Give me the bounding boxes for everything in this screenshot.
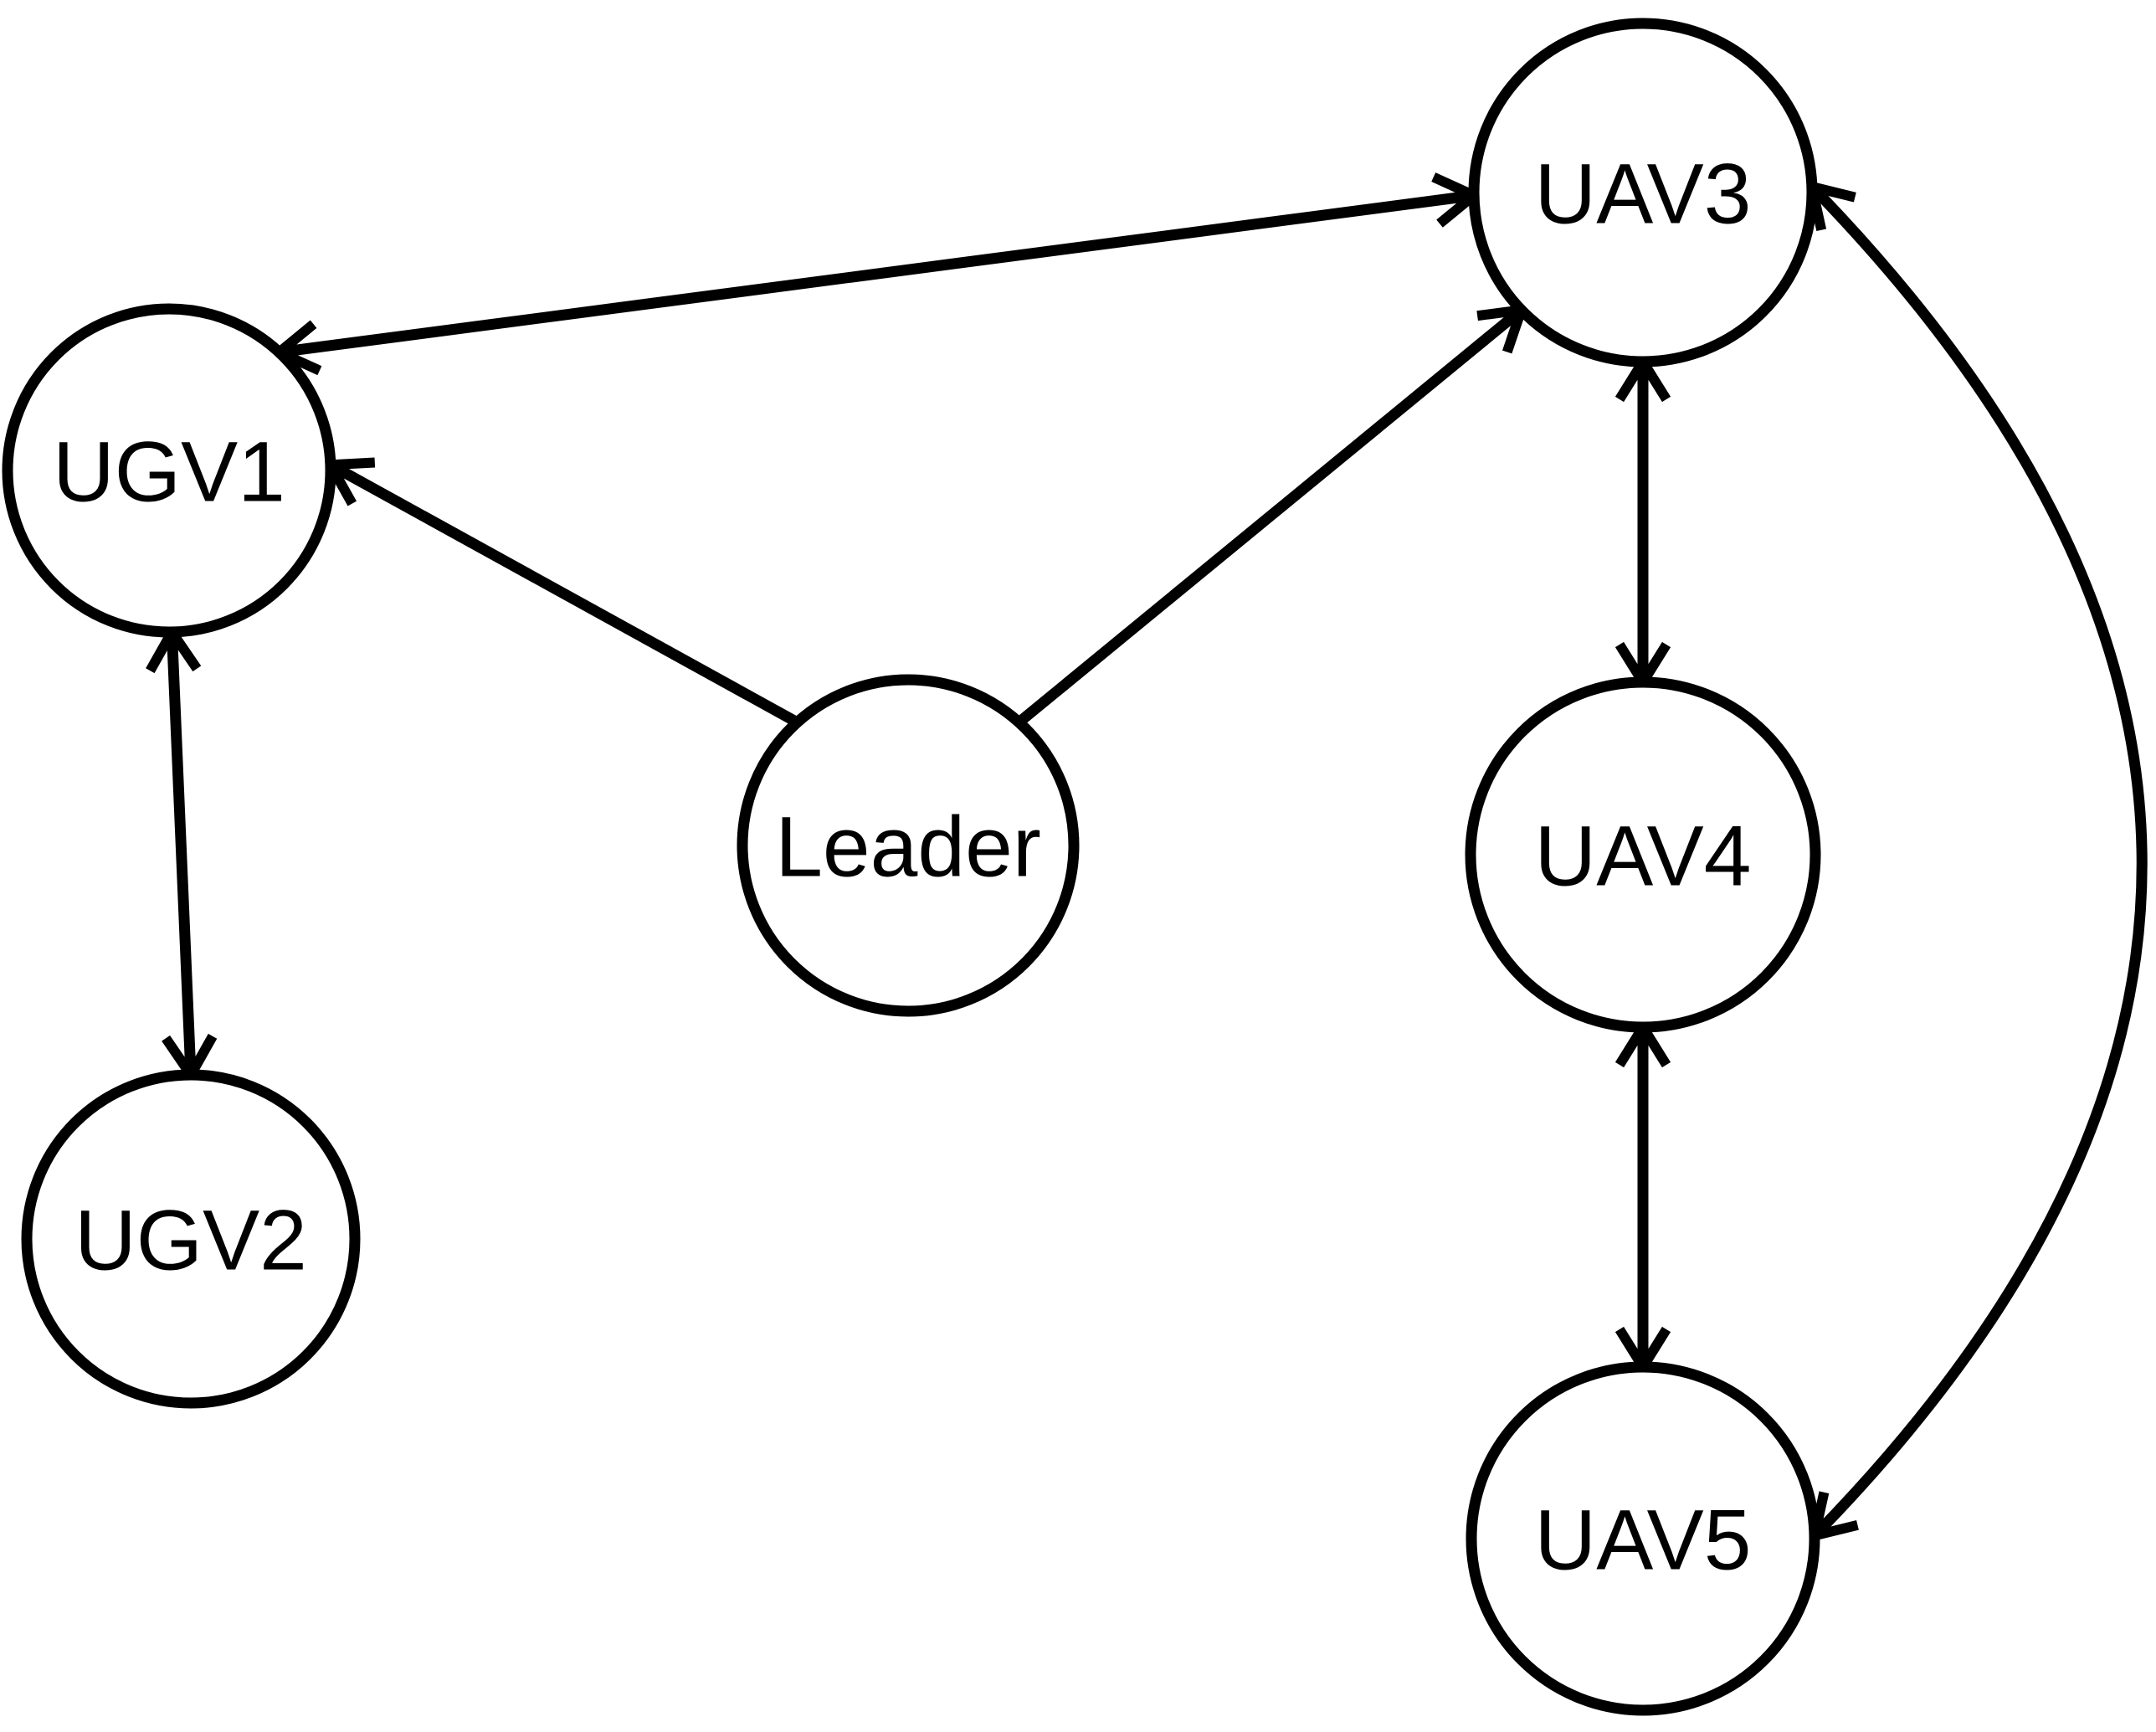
edge-leader-ugv1 bbox=[321, 457, 800, 727]
node-ugv1: UGV1 bbox=[2, 303, 336, 638]
edge-leader-uav3 bbox=[1015, 304, 1529, 727]
node-label-ugv2: UGV2 bbox=[74, 1193, 307, 1288]
node-circle-ugv2 bbox=[21, 1069, 361, 1409]
node-circle-ugv1 bbox=[2, 303, 336, 638]
edges-layer bbox=[146, 172, 2148, 1543]
edge-uav3-uav5 bbox=[1804, 179, 2148, 1543]
node-label-uav3: UAV3 bbox=[1535, 146, 1752, 242]
node-circle-leader bbox=[737, 674, 1080, 1017]
node-label-uav5: UAV5 bbox=[1535, 1493, 1752, 1588]
node-uav4: UAV4 bbox=[1465, 676, 1821, 1033]
edge-ugv1-ugv2 bbox=[146, 622, 218, 1085]
node-ugv2: UGV2 bbox=[21, 1069, 361, 1409]
node-circle-uav4 bbox=[1465, 676, 1821, 1033]
edge-ugv1-uav3 bbox=[270, 172, 1484, 376]
node-circle-uav3 bbox=[1468, 18, 1818, 367]
node-label-uav4: UAV4 bbox=[1535, 809, 1752, 904]
node-label-leader: Leader bbox=[775, 799, 1041, 895]
node-label-ugv1: UGV1 bbox=[53, 424, 285, 520]
node-leader: Leader bbox=[737, 674, 1080, 1017]
node-circle-uav5 bbox=[1466, 1361, 1820, 1716]
node-uav3: UAV3 bbox=[1468, 18, 1818, 367]
node-uav5: UAV5 bbox=[1466, 1361, 1820, 1716]
